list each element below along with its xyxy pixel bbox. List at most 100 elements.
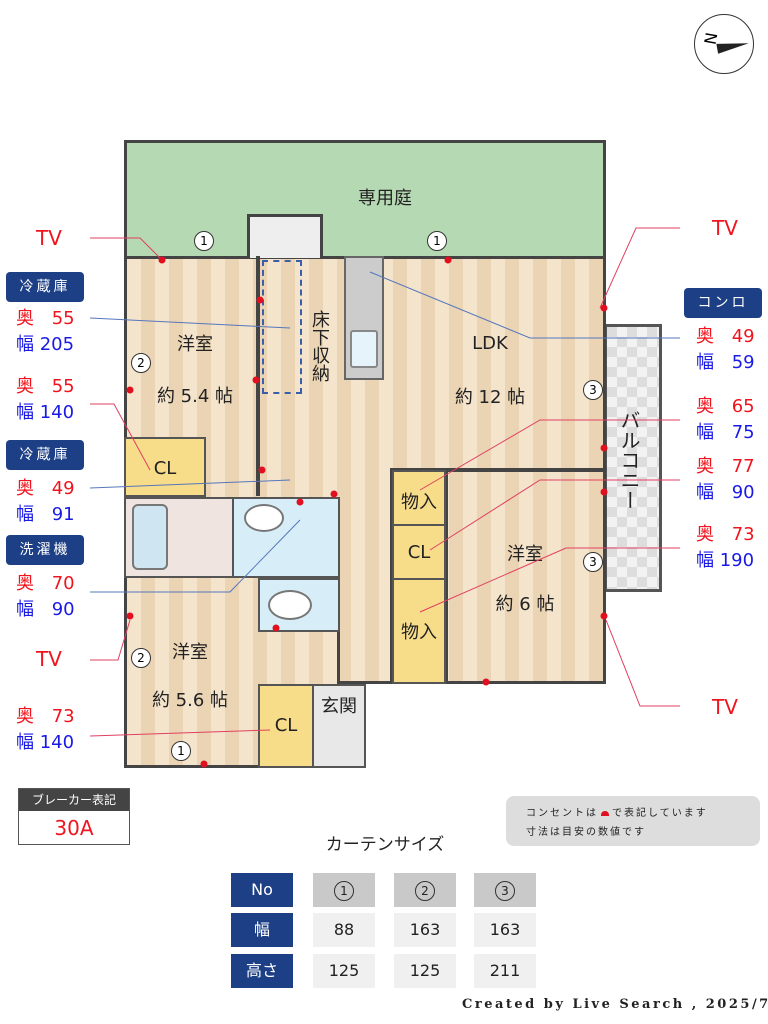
closet-2-label: CL (407, 542, 431, 563)
sink-icon (244, 504, 284, 532)
row-label-height: 高さ (231, 954, 293, 988)
window-marker: 1 (171, 741, 191, 761)
storage-1-dims: 奥 65 幅 75 (696, 394, 755, 446)
window-marker: 1 (194, 231, 214, 251)
depth-value: 55 (51, 308, 75, 329)
width-value: 59 (731, 352, 755, 373)
width-value: 90 (51, 599, 75, 620)
width-label: 幅 (16, 334, 34, 355)
depth-value: 49 (731, 326, 755, 347)
western2-size: 約 6 帖 (495, 594, 555, 615)
balcony (604, 324, 662, 592)
depth-label: 奥 (696, 326, 714, 347)
western2-label: 洋室 (507, 544, 543, 565)
depth-label: 奥 (16, 478, 34, 499)
storage-2-label: 物入 (401, 622, 437, 643)
depth-label: 奥 (16, 706, 34, 727)
header-number: 1 (334, 880, 354, 901)
closet-3 (258, 684, 314, 768)
table-cell: 88 (313, 913, 375, 947)
western3-label: 洋室 (172, 642, 208, 663)
width-label: 幅 (696, 482, 714, 503)
western1-label: 洋室 (177, 334, 213, 355)
ldk-label: LDK (472, 333, 508, 354)
tv-label-left-2: TV (36, 647, 62, 671)
bathtub-icon (132, 504, 168, 570)
note-text: 寸法は目安の数値です (526, 827, 646, 838)
wall-ldk-lower (390, 468, 606, 472)
header-no: No (231, 873, 293, 907)
width-value: 90 (731, 482, 755, 503)
header-number: 2 (415, 880, 435, 901)
window-marker: 3 (583, 380, 603, 400)
toilet-icon (268, 590, 312, 620)
outlet-icon (601, 811, 609, 816)
table-cell: 163 (394, 913, 456, 947)
fridge-badge-2: 冷蔵庫 (6, 440, 84, 470)
depth-value: 73 (51, 706, 75, 727)
wall-western1 (256, 256, 260, 496)
note-text: コンセントは (526, 808, 598, 819)
note-box: コンセントは で表記しています 寸法は目安の数値です (506, 796, 760, 846)
width-value: 140 (39, 732, 75, 753)
breaker-box: ブレーカー表記 30A (18, 788, 130, 845)
width-value: 91 (51, 504, 75, 525)
note-text: で表記しています (612, 808, 708, 819)
depth-value: 49 (51, 478, 75, 499)
western1-size: 約 5.4 帖 (156, 386, 234, 407)
fridge-2-dims: 奥 49 幅 91 (16, 476, 75, 528)
width-label: 幅 (696, 352, 714, 373)
storage-2-dims: 奥 73 幅 190 (696, 522, 755, 574)
wall-storage (444, 468, 448, 684)
header-3: 3 (474, 873, 536, 907)
header-2: 2 (394, 873, 456, 907)
width-value: 190 (719, 550, 755, 571)
entrance (312, 684, 366, 768)
depth-value: 65 (731, 396, 755, 417)
table-cell: 125 (394, 954, 456, 988)
garden-storage (247, 214, 323, 258)
outlet-markers (126, 256, 608, 768)
tv-label-left-1: TV (36, 226, 62, 250)
table-cell: 211 (474, 954, 536, 988)
depth-label: 奥 (16, 376, 34, 397)
width-label: 幅 (16, 504, 34, 525)
width-label: 幅 (696, 422, 714, 443)
washer-badge: 洗濯機 (6, 535, 84, 565)
western3-size: 約 5.6 帖 (151, 690, 229, 711)
width-label: 幅 (16, 599, 34, 620)
width-label: 幅 (696, 550, 714, 571)
curtain-title: カーテンサイズ (325, 835, 445, 855)
storage-2 (392, 578, 446, 684)
window-marker: 3 (583, 552, 603, 572)
kitchen-sink-icon (350, 330, 378, 368)
window-marker: 2 (131, 648, 151, 668)
balcony-label: バルコニー (617, 410, 641, 510)
cl-dims-left: 奥 55 幅 140 (16, 374, 75, 426)
window-marker: 1 (427, 231, 447, 251)
header-1: 1 (313, 873, 375, 907)
depth-label: 奥 (16, 308, 34, 329)
width-value: 75 (731, 422, 755, 443)
row-label-width: 幅 (231, 913, 293, 947)
cl-2-dims-left: 奥 73 幅 140 (16, 704, 75, 756)
width-label: 幅 (16, 732, 34, 753)
depth-value: 73 (731, 524, 755, 545)
depth-label: 奥 (696, 396, 714, 417)
breaker-label: ブレーカー表記 (19, 789, 129, 811)
underfloor-label: 床下収納 (309, 310, 330, 382)
header-number: 3 (495, 880, 515, 901)
tv-label-right-2: TV (712, 695, 738, 719)
depth-value: 55 (51, 376, 75, 397)
width-value: 140 (39, 402, 75, 423)
width-label: 幅 (16, 402, 34, 423)
fridge-badge-1: 冷蔵庫 (6, 272, 84, 302)
table-cell: 163 (474, 913, 536, 947)
ldk-size: 約 12 帖 (454, 387, 526, 408)
depth-label: 奥 (696, 524, 714, 545)
storage-1-label: 物入 (401, 492, 437, 513)
closet-3-label: CL (274, 715, 298, 736)
